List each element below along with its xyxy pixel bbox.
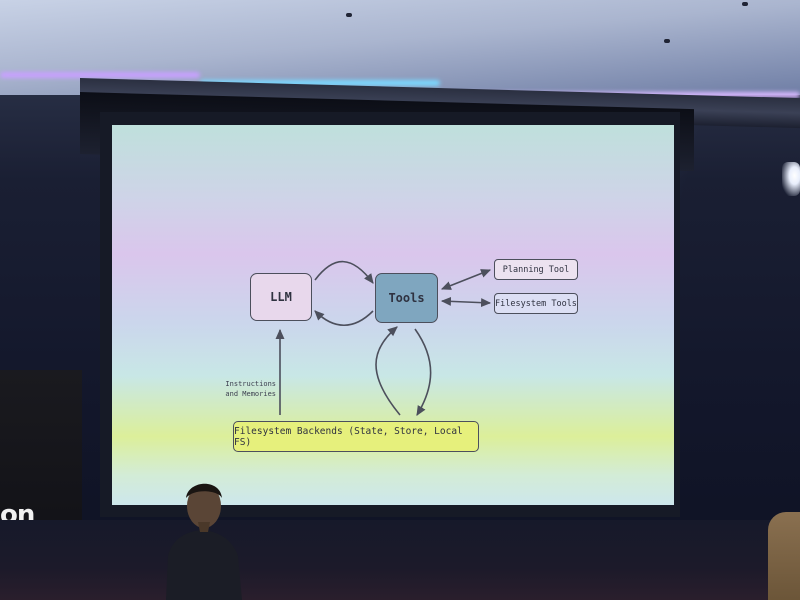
arrow-backends-to-tools <box>375 326 401 416</box>
llm-node: LLM <box>250 273 312 321</box>
speaker-silhouette <box>166 483 242 600</box>
architecture-diagram <box>275 260 492 416</box>
instructions-edge-label: Instructions and Memories <box>216 379 276 399</box>
planning-tool-node: Planning Tool <box>494 259 578 280</box>
stage-light <box>782 162 800 196</box>
tools-node: Tools <box>375 273 438 323</box>
arrow-tools-planning <box>440 269 492 290</box>
audience-member <box>768 512 800 600</box>
ceiling-fixture <box>742 2 748 6</box>
ceiling-fixture <box>664 39 670 43</box>
filesystem-tools-node: Filesystem Tools <box>494 293 578 314</box>
edge-label-line: and Memories <box>225 390 276 398</box>
edge-label-line: Instructions <box>225 380 276 388</box>
ceiling-fixture <box>346 13 352 17</box>
arrow-tools-to-backends <box>414 328 432 416</box>
projection-screen: LLM Tools Planning Tool Filesystem Tools… <box>112 125 674 505</box>
arrow-tools-to-llm <box>314 310 374 326</box>
stage-floor <box>0 520 800 600</box>
filesystem-backends-node: Filesystem Backends (State, Store, Local… <box>233 421 479 452</box>
ceiling-light-strip <box>0 72 200 78</box>
arrow-llm-to-tools <box>314 260 374 284</box>
arrow-tools-filesystem-tools <box>440 296 492 308</box>
ceiling-light-strip <box>200 80 440 86</box>
